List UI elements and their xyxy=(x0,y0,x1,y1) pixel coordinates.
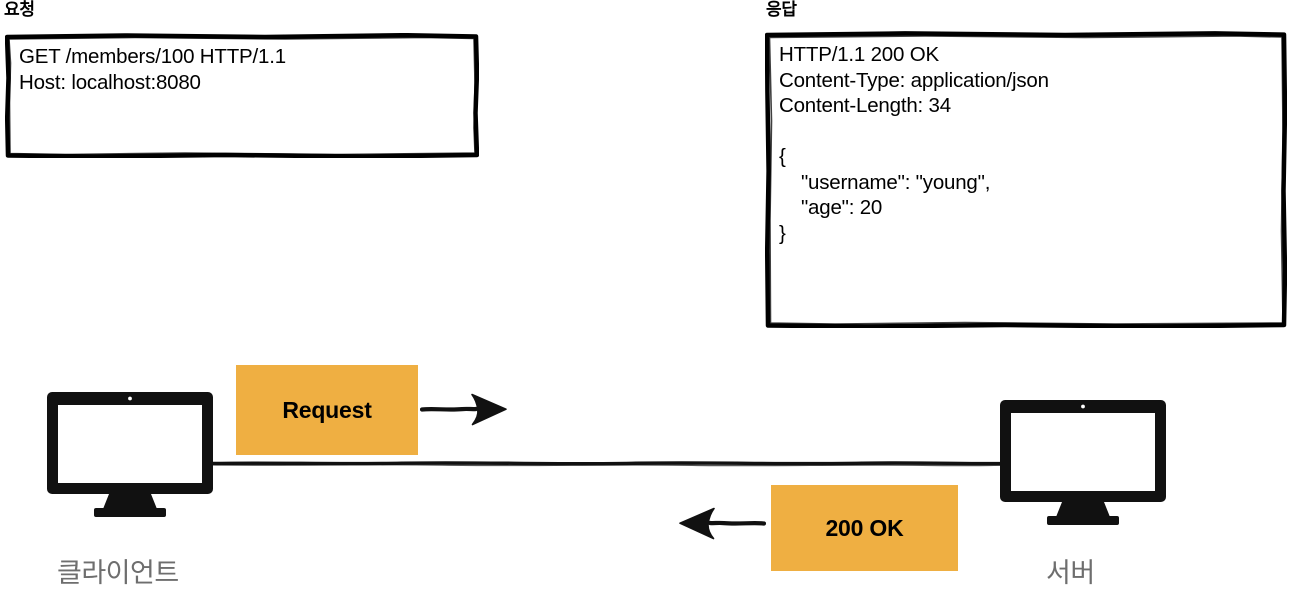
arrow-right-icon xyxy=(420,393,507,426)
desktop-monitor-icon xyxy=(1000,400,1166,525)
desktop-monitor-icon xyxy=(47,392,213,517)
response-tag-label: 200 OK xyxy=(825,514,904,541)
request-message-text: GET /members/100 HTTP/1.1 Host: localhos… xyxy=(19,45,286,94)
request-tag-box: Request xyxy=(236,365,418,455)
request-message-box: GET /members/100 HTTP/1.1 Host: localhos… xyxy=(5,33,479,158)
request-section-heading: 요청 xyxy=(4,0,35,19)
response-message-text: HTTP/1.1 200 OK Content-Type: applicatio… xyxy=(779,43,1049,245)
client-label: 클라이언트 xyxy=(57,558,179,588)
request-tag-label: Request xyxy=(282,396,372,423)
response-message-box: HTTP/1.1 200 OK Content-Type: applicatio… xyxy=(765,31,1287,328)
response-tag-box: 200 OK xyxy=(771,485,958,571)
client-server-connection-line xyxy=(212,461,1012,467)
response-section-heading: 응답 xyxy=(766,0,797,19)
server-label: 서버 xyxy=(1046,558,1095,588)
arrow-left-icon xyxy=(679,507,766,540)
